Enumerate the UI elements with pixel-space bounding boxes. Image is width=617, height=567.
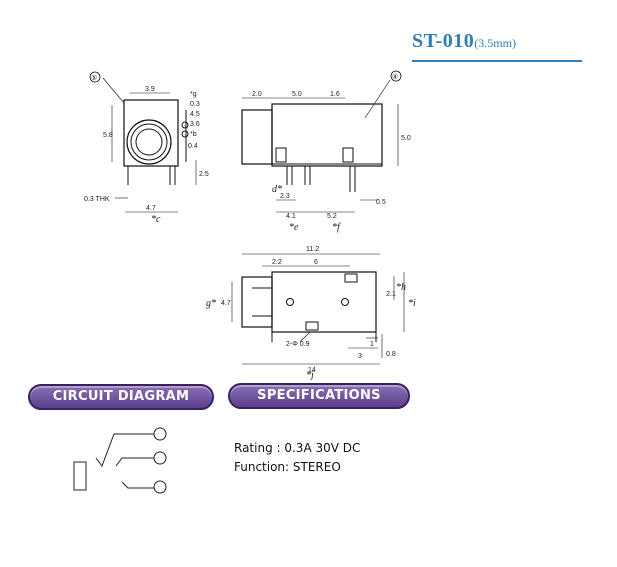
- side-diag-mark: d*: [272, 184, 282, 195]
- front-body: [123, 99, 179, 167]
- side-spacing-1: 5.2: [327, 213, 337, 220]
- side-spacing-0: 4.1: [286, 213, 296, 220]
- bottom-body: [271, 271, 377, 333]
- front-width-top: 3.9: [145, 86, 155, 93]
- tab-hole-2: [181, 130, 189, 138]
- inner-ring: [135, 128, 163, 156]
- spec-rating: Rating : 0.3A 30V DC: [234, 441, 361, 455]
- front-right-2: 4.5: [190, 111, 200, 118]
- front-view: [89, 71, 197, 213]
- bottom-mark-i: *i: [408, 298, 416, 309]
- technical-drawing: 3.9 5.8 *g 0.3 4.5 3.6 *b 0.4 2.5 0.3 TH…: [84, 70, 416, 380]
- side-lower-1: 0.5: [376, 199, 386, 206]
- sleeve-contact: [121, 481, 154, 489]
- bottom-inner-0: 2.2: [272, 259, 282, 266]
- bottom-tab-bottom: [305, 321, 319, 331]
- front-right-3: 3.6: [190, 121, 200, 128]
- front-thk-note: 0.3 THK: [84, 196, 110, 203]
- title-underline: [412, 60, 582, 62]
- bottom-lower-right-3: 3: [358, 353, 362, 360]
- bottom-nose: [241, 276, 273, 328]
- middle-ring: [130, 123, 168, 161]
- side-height-right: 5.0: [401, 135, 411, 142]
- front-right-4: *b: [190, 131, 197, 138]
- front-lead-height: 2.5: [199, 171, 209, 178]
- circuit-diagram-header: CIRCUIT DIAGRAM: [28, 384, 214, 410]
- side-mark-e: *e: [289, 222, 299, 233]
- hole-note-leader: [299, 331, 311, 343]
- callout-4-leader: [364, 79, 391, 119]
- terminal-ring: [153, 451, 167, 465]
- spec-function: Function: STEREO: [234, 460, 341, 474]
- mount-hole-1: [286, 298, 294, 306]
- jack-body-symbol: [73, 461, 87, 491]
- side-callout: ④: [392, 73, 398, 81]
- circuit-schematic: [73, 427, 167, 494]
- front-vertical-right: 0.4: [188, 143, 198, 150]
- callout-5-circle: [89, 71, 101, 83]
- ring-contact: [115, 457, 154, 467]
- bottom-right-dim: 2.1: [386, 291, 396, 298]
- jack-size: (3.5mm): [474, 36, 516, 50]
- side-tab-left: [275, 147, 287, 163]
- front-bottom-width: 4.7: [146, 205, 156, 212]
- product-title: ST-010(3.5mm): [412, 30, 582, 62]
- callout-5-leader: [102, 77, 125, 104]
- bottom-total-mark: *j: [306, 370, 314, 380]
- terminal-sleeve: [153, 480, 167, 494]
- bottom-overall-length: 11.2: [306, 246, 319, 253]
- side-nose: [241, 109, 273, 165]
- side-top-1: 5.0: [292, 91, 302, 98]
- side-top-2: 1.6: [330, 91, 340, 98]
- side-body: [271, 103, 383, 167]
- bottom-hole-note: 2-Φ 0.9: [286, 341, 310, 348]
- side-tab-right: [342, 147, 354, 163]
- bottom-mark-h: *h: [396, 282, 406, 293]
- side-top-0: 2.0: [252, 91, 262, 98]
- front-callout: ⑤: [91, 74, 97, 82]
- outer-ring: [126, 119, 172, 165]
- model-number: ST-010: [412, 30, 475, 52]
- terminal-tip: [153, 427, 167, 441]
- callout-4-circle: [390, 70, 402, 82]
- mount-hole-2: [341, 298, 349, 306]
- specifications-header: SPECIFICATIONS: [228, 383, 410, 409]
- bottom-total-length: 14: [308, 367, 316, 374]
- bottom-inner-1: 6: [314, 259, 318, 266]
- side-mark-f: *f: [332, 222, 341, 233]
- bottom-tab-top: [344, 273, 358, 283]
- front-right-1: 0.3: [190, 101, 200, 108]
- bottom-vertical-bottom: 0.8: [386, 351, 396, 358]
- bottom-lower-right-1: 1: [370, 341, 374, 348]
- bottom-left-height: 4.7: [221, 300, 231, 307]
- bottom-left-mark: g*: [206, 298, 216, 309]
- tab-hole-1: [181, 121, 189, 129]
- front-right-0: *g: [190, 91, 197, 98]
- tip-contact: [95, 433, 154, 468]
- front-height-left: 5.8: [103, 132, 113, 139]
- side-lower-0: 2.3: [280, 193, 290, 200]
- bottom-view: [231, 253, 405, 365]
- side-view: [241, 70, 402, 213]
- front-bottom-mark: *c: [151, 214, 161, 225]
